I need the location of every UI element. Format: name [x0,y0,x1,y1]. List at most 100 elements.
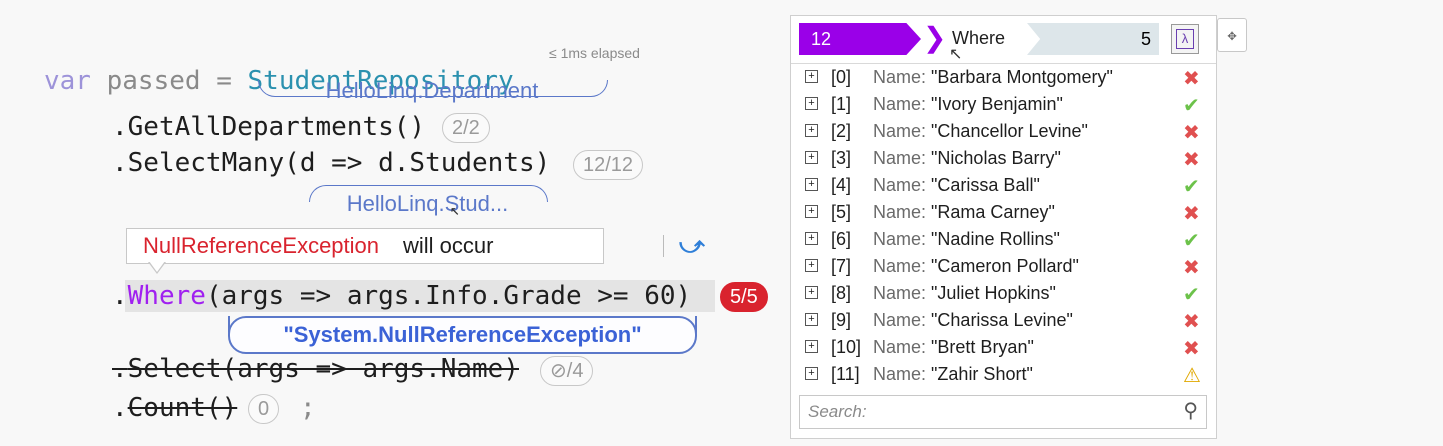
list-item[interactable]: +[10]Name: "Brett Bryan"✖ [791,334,1216,361]
list-item[interactable]: +[9]Name: "Charissa Levine"✖ [791,307,1216,334]
expand-icon[interactable]: + [805,259,818,272]
fail-icon: ✖ [1183,257,1200,279]
go-to-exception-icon[interactable]: ⤻ [679,232,705,259]
class-student-repository[interactable]: StudentRepository [247,66,514,96]
row-index: [2] [831,121,852,141]
expand-icon[interactable]: + [805,97,818,110]
row-label: Name: [873,94,927,114]
dot: . [112,354,128,384]
warning-icon: ⚠ [1183,365,1201,387]
search-input[interactable]: Search: [808,402,867,421]
row-value: "Nadine Rollins" [931,229,1060,249]
code-line-count: .Count() [112,393,237,423]
list-item[interactable]: +[7]Name: "Cameron Pollard"✖ [791,253,1216,280]
expand-icon[interactable]: + [805,178,818,191]
count-badge-count[interactable]: 0 [248,394,280,424]
row-value: "Chancellor Levine" [931,121,1088,141]
row-index: [3] [831,148,852,168]
row-value: "Juliet Hopkins" [931,283,1056,303]
exception-type-label: NullReferenceException [143,233,380,258]
input-count-arrow[interactable]: 12 [799,23,921,55]
move-handle-icon[interactable]: ✥ [1217,18,1247,52]
row-index: [9] [831,310,852,330]
row-index: [10] [831,337,862,357]
row-value: "Barbara Montgomery" [931,67,1113,87]
output-count-arrow[interactable]: 5 [1027,23,1159,55]
where-line-highlight [125,280,715,312]
code-line-where[interactable]: .Where(args => args.Info.Grade >= 60) [112,281,691,311]
select-method: Select(args => args.Name) [127,354,519,384]
search-box[interactable]: Search: ⚲ [799,395,1207,429]
count-method: Count() [127,393,238,423]
variable-passed: passed [106,66,201,96]
pipeline-header: 12 ❯ Where 5 λ [799,22,1199,55]
count-badge-select-many[interactable]: 12/12 [573,150,644,180]
code-line-select: .Select(args => args.Name) [112,354,519,384]
type-hint-department[interactable]: HelloLinq.Department [325,78,539,103]
row-value: "Brett Bryan" [931,337,1034,357]
keyword-var: var [44,66,91,96]
count-badge-select[interactable]: ⊘/4 [540,356,594,386]
expand-icon[interactable]: + [805,151,818,164]
tooltip-pointer-fill [149,261,165,272]
count-badge-get-all-departments[interactable]: 2/2 [442,113,490,143]
linq-results-panel: 12 ❯ Where 5 λ ↖ + [0] Name: "Barbara Mont… [790,15,1217,439]
row-label: Name: [873,283,927,303]
expand-icon[interactable]: + [805,232,818,245]
output-count-value: 5 [1140,29,1151,49]
row-index: [4] [831,175,852,195]
row-label: Name: [873,256,927,276]
row-value: "Cameron Pollard" [931,256,1079,276]
type-hint-student[interactable]: HelloLinq.Stud... [346,191,509,216]
mouse-cursor-icon: ↖ [450,200,460,219]
list-item[interactable]: +[11]Name: "Zahir Short"⚠ [791,361,1216,388]
row-value: "Nicholas Barry" [931,148,1061,168]
where-method[interactable]: Where [127,281,206,311]
list-item[interactable]: + [2] Name: "Chancellor Levine" ✖ [791,118,1216,145]
dot: . [112,281,128,311]
elapsed-time-label: ≤ 1ms elapsed [549,45,640,61]
fail-icon: ✖ [1183,122,1200,144]
expand-icon[interactable]: + [805,70,818,83]
list-item[interactable]: + [0] Name: "Barbara Montgomery" ✖ [791,64,1216,91]
code-line-get-all-departments: .GetAllDepartments() [112,112,426,142]
pass-icon: ✔ [1183,95,1200,117]
row-index: [0] [831,67,852,87]
where-exception-box-top [228,316,697,354]
exception-tooltip: NullReferenceException will occur ⤻ [126,228,705,264]
row-label: Name: [873,310,927,330]
expand-icon[interactable]: + [805,124,818,137]
fail-icon: ✖ [1183,68,1200,90]
row-label: Name: [873,121,927,141]
expand-icon[interactable]: + [805,367,818,380]
list-item[interactable]: +[5]Name: "Rama Carney"✖ [791,199,1216,226]
expand-icon[interactable]: + [805,205,818,218]
lambda-icon: λ [1176,29,1194,49]
assign-operator: = [216,66,232,96]
fail-icon: ✖ [1183,203,1200,225]
list-item[interactable]: +[1]Name: "Ivory Benjamin"✔ [791,91,1216,118]
row-label: Name: [873,175,927,195]
row-label: Name: [873,67,927,87]
expand-icon[interactable]: + [805,313,818,326]
count-badge-where-error[interactable]: 5/5 [720,282,768,312]
fail-icon: ✖ [1183,149,1200,171]
list-item[interactable]: +[4]Name: "Carissa Ball"✔ [791,172,1216,199]
mouse-cursor-icon-panel: ↖ [949,46,963,63]
exception-message-label: will occur [403,233,494,258]
lambda-view-button[interactable]: λ [1171,24,1199,54]
list-item[interactable]: +[3]Name: "Nicholas Barry"✖ [791,145,1216,172]
row-label: Name: [873,202,927,222]
code-line-var-declaration: var passed = StudentRepository [44,36,514,96]
row-index: [1] [831,94,852,114]
code-line-select-many: .SelectMany(d => d.Students) [112,148,551,178]
row-index: [5] [831,202,852,222]
chevron-right-icon: ❯ [923,22,947,53]
list-item[interactable]: +[8]Name: "Juliet Hopkins"✔ [791,280,1216,307]
step-label: Where [952,28,1006,48]
exception-value-label[interactable]: "System.NullReferenceException" [283,322,642,347]
search-icon[interactable]: ⚲ [1183,400,1198,422]
list-item[interactable]: +[6]Name: "Nadine Rollins"✔ [791,226,1216,253]
expand-icon[interactable]: + [805,286,818,299]
expand-icon[interactable]: + [805,340,818,353]
